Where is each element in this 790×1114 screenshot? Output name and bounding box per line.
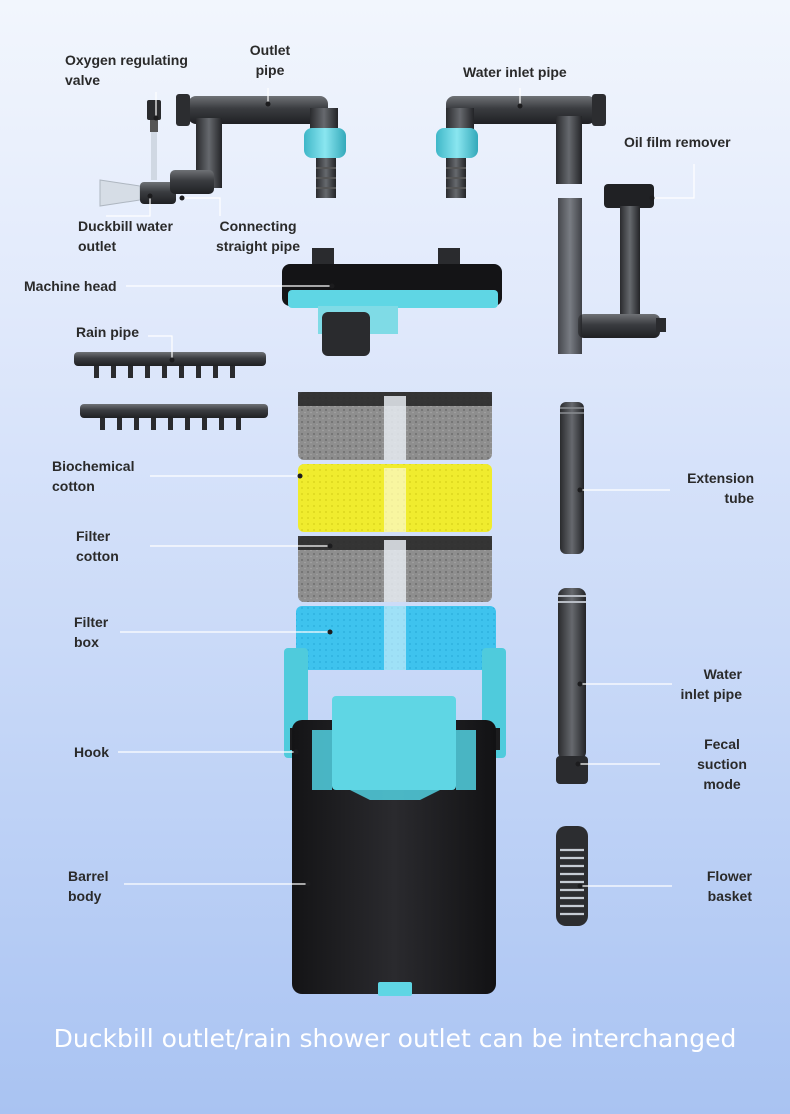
caption: Duckbill outlet/rain shower outlet can b… <box>0 1024 790 1053</box>
label-oil-film-remover: Oil film remover <box>624 132 731 152</box>
label-filter-cotton: Filter cotton <box>76 526 119 566</box>
water-inlet-pipe-top <box>436 94 606 198</box>
label-extension-tube: Extension tube <box>664 468 754 508</box>
label-oxygen-regulating-valve: Oxygen regulating valve <box>65 50 188 90</box>
label-fecal-suction-mode: Fecal suction mode <box>672 734 772 794</box>
label-biochemical-cotton: Biochemical cotton <box>52 456 134 496</box>
yellow-filter-layer <box>298 464 492 532</box>
label-flower-basket: Flower basket <box>680 866 752 906</box>
label-water-inlet-pipe: Water inlet pipe <box>650 664 742 704</box>
label-outlet-pipe: Outlet pipe <box>228 40 312 80</box>
biochemical-cotton-layer <box>298 392 492 460</box>
label-duckbill-water-outlet: Duckbill water outlet <box>78 216 173 256</box>
oil-film-remover <box>578 184 666 338</box>
flower-basket <box>556 826 588 926</box>
label-filter-box: Filter box <box>74 612 108 652</box>
oxygen-regulating-valve <box>147 100 161 180</box>
label-water-inlet-pipe-top: Water inlet pipe <box>463 62 567 82</box>
label-barrel-body: Barrel body <box>68 866 108 906</box>
filter-box <box>296 606 496 670</box>
barrel-body <box>292 696 496 996</box>
label-connecting-straight-pipe: Connecting straight pipe <box>205 216 311 256</box>
machine-head <box>282 248 502 356</box>
label-hook: Hook <box>74 742 109 762</box>
extension-tube <box>560 402 584 554</box>
rain-pipes <box>74 352 268 430</box>
label-machine-head: Machine head <box>24 276 117 296</box>
water-inlet-pipe-lower <box>556 588 588 784</box>
inlet-straight-tube <box>558 198 582 354</box>
label-rain-pipe: Rain pipe <box>76 322 139 342</box>
